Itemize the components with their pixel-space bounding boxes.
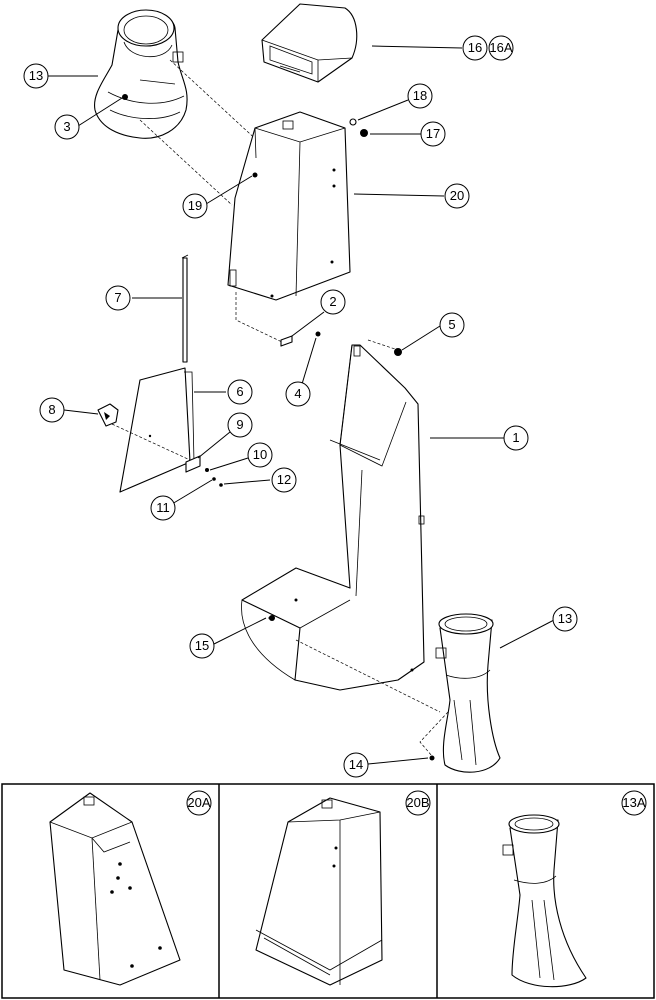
- inset-13a-drawing: [502, 814, 587, 988]
- callout-3: 3: [54, 114, 80, 140]
- inset-20a-label: 20A: [186, 790, 212, 816]
- callout-13-upper: 13: [23, 63, 49, 89]
- dashed-guide-14: [419, 711, 449, 757]
- svg-text:14: 14: [349, 757, 363, 772]
- inset-20b-label: 20B: [405, 790, 431, 816]
- svg-text:3: 3: [63, 119, 70, 134]
- callout-17: 17: [420, 121, 446, 147]
- part-14-screw: [429, 755, 435, 761]
- part-16-hood: [261, 3, 358, 83]
- svg-text:7: 7: [114, 290, 121, 305]
- dashed-guide-6: [111, 423, 191, 461]
- dashed-guide-1: [295, 639, 441, 713]
- svg-text:6: 6: [236, 384, 243, 399]
- svg-text:16: 16: [468, 40, 482, 55]
- callout-16a: 16A: [488, 35, 514, 61]
- callout-leaders: [48, 45, 555, 765]
- part-2-bolt: [280, 335, 293, 347]
- callout-5: 5: [439, 312, 465, 338]
- callout-19: 19: [182, 193, 208, 219]
- svg-text:2: 2: [329, 294, 336, 309]
- svg-text:4: 4: [294, 386, 301, 401]
- callout-1: 1: [503, 425, 529, 451]
- part-5-nut: [394, 348, 402, 356]
- svg-text:9: 9: [236, 417, 243, 432]
- svg-text:1: 1: [512, 430, 519, 445]
- svg-text:18: 18: [413, 88, 427, 103]
- part-13-upper-elbow: [93, 9, 188, 139]
- callout-12: 12: [271, 467, 297, 493]
- callout-14: 14: [343, 752, 369, 778]
- callout-11: 11: [150, 495, 176, 521]
- part-18-washer: [349, 118, 357, 126]
- inset-13a-label: 13A: [621, 790, 647, 816]
- part-4-washer: [315, 331, 321, 337]
- dashed-guide-20: [235, 292, 283, 343]
- callout-15: 15: [189, 633, 215, 659]
- svg-text:12: 12: [277, 472, 291, 487]
- svg-text:19: 19: [188, 198, 202, 213]
- part-9-bracket: [185, 455, 201, 473]
- svg-text:13: 13: [29, 68, 43, 83]
- part-11-nut: [212, 477, 216, 481]
- callout-6: 6: [227, 379, 253, 405]
- svg-text:15: 15: [195, 638, 209, 653]
- part-13-lower-elbow: [435, 613, 501, 773]
- part-10-washer: [205, 468, 209, 472]
- part-17-nut: [360, 129, 368, 137]
- callout-9: 9: [227, 412, 253, 438]
- part-8-handle: [97, 403, 119, 427]
- part-1-chute: [241, 344, 425, 691]
- callout-8: 8: [39, 397, 65, 423]
- part-15-fastener: [269, 615, 275, 621]
- svg-text:16A: 16A: [489, 40, 512, 55]
- part-20-chute: [227, 111, 351, 301]
- svg-text:17: 17: [426, 126, 440, 141]
- svg-text:11: 11: [156, 500, 170, 515]
- callout-4: 4: [285, 381, 311, 407]
- callout-7: 7: [105, 285, 131, 311]
- inset-20a-drawing: [49, 792, 181, 986]
- svg-text:5: 5: [448, 317, 455, 332]
- svg-text:20: 20: [450, 188, 464, 203]
- inset-panels: [1, 783, 655, 999]
- svg-text:8: 8: [48, 402, 55, 417]
- part-19-bolt: [252, 172, 258, 178]
- part-6-deflector: [119, 367, 195, 493]
- part-12-nut: [219, 483, 223, 487]
- svg-text:13A: 13A: [622, 795, 645, 810]
- callout-13-lower: 13: [552, 606, 578, 632]
- callout-16: 16: [462, 35, 488, 61]
- callout-10: 10: [247, 442, 273, 468]
- svg-text:13: 13: [558, 611, 572, 626]
- callout-18: 18: [407, 83, 433, 109]
- svg-text:20A: 20A: [187, 795, 210, 810]
- svg-text:20B: 20B: [406, 795, 429, 810]
- dashed-guides-upper: [139, 59, 263, 206]
- callout-20: 20: [444, 183, 470, 209]
- svg-text:10: 10: [253, 447, 267, 462]
- callout-2: 2: [320, 289, 346, 315]
- part-7-rod: [181, 254, 189, 363]
- dashed-guide-5: [367, 339, 399, 351]
- inset-20b-drawing: [255, 797, 383, 986]
